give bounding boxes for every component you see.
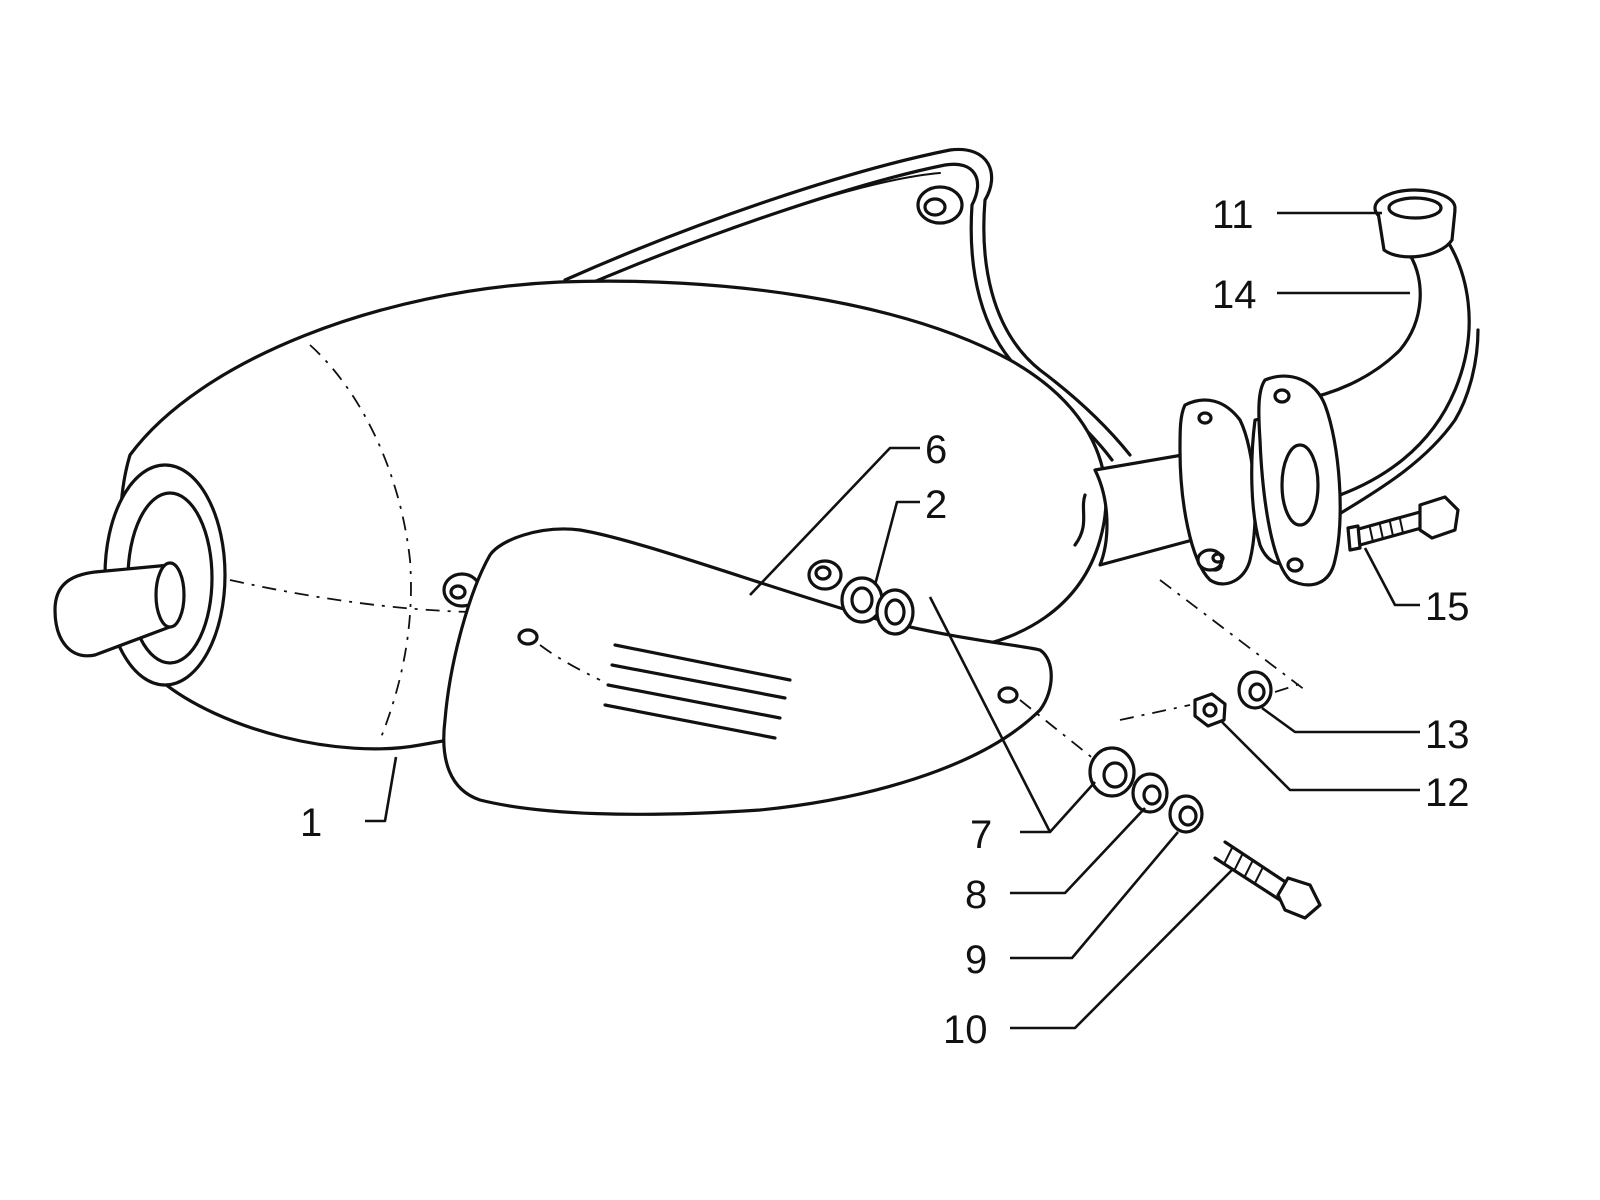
callout-10: 10 [943, 1008, 988, 1052]
hex-nut [1193, 692, 1227, 728]
heat-shield-vent-slots [603, 643, 792, 740]
callout-7: 7 [970, 813, 992, 857]
callout-12: 12 [1425, 771, 1470, 815]
spring-washer [1168, 794, 1204, 834]
callout-14: 14 [1212, 273, 1257, 317]
nut-washer [1237, 670, 1273, 710]
lower-rubber-bushing [1088, 746, 1136, 798]
callout-6: 6 [925, 428, 947, 472]
leader-15 [1363, 547, 1420, 607]
callout-1: 1 [300, 801, 322, 845]
leader-13 [1261, 706, 1420, 734]
heat-shield [442, 527, 1053, 816]
shield-bolt [1213, 840, 1322, 920]
leader-9 [1010, 831, 1179, 960]
leader-7 [928, 596, 1096, 834]
callout-9: 9 [965, 938, 987, 982]
assembly-center-lines [1019, 579, 1306, 761]
callout-15: 15 [1425, 585, 1470, 629]
callout-11: 11 [1212, 193, 1254, 237]
muffler-tail-outlet [53, 463, 227, 687]
flat-washer [1131, 772, 1169, 814]
leader-10 [1010, 869, 1233, 1030]
leader-1 [365, 756, 398, 823]
callout-labels: 1 2 6 7 8 9 10 11 12 13 14 15 [300, 193, 1470, 1052]
callout-8: 8 [965, 873, 987, 917]
leader-6 [749, 446, 920, 596]
flange-bolt [1346, 495, 1460, 552]
upper-rubber-bushing [807, 559, 915, 636]
flange-mount-stud [1196, 548, 1225, 572]
leader-lines [365, 211, 1420, 1030]
callout-13: 13 [1425, 713, 1470, 757]
header-pipe-cap [1373, 188, 1457, 259]
pipe-flange-engine-side [1257, 374, 1342, 587]
exhaust-header-pipe [1298, 228, 1480, 522]
leader-8 [1010, 807, 1146, 895]
callout-2: 2 [925, 483, 947, 527]
leader-2 [873, 500, 920, 586]
leader-12 [1221, 721, 1420, 792]
